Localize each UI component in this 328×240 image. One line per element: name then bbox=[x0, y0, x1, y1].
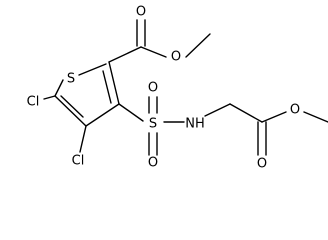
atom-label-cl2: Cl bbox=[72, 154, 85, 169]
bond-c5-s1 bbox=[54, 79, 64, 97]
atom-label-o3: O bbox=[148, 81, 158, 96]
atom-label-o2: O bbox=[171, 50, 181, 65]
bond-c2-c3-inner bbox=[102, 70, 112, 104]
atom-label-o1: O bbox=[136, 5, 146, 20]
bond-c2-ccarbonyl bbox=[108, 46, 142, 63]
chemical-structure-figure: S O O S O O NH O O Cl Cl bbox=[27, 5, 328, 172]
bond-c4-cl bbox=[79, 125, 87, 153]
atom-label-o4: O bbox=[148, 156, 158, 171]
atom-label-s2: S bbox=[149, 117, 157, 132]
atom-label-o5: O bbox=[257, 157, 267, 172]
bond-c-oester bbox=[140, 46, 167, 58]
bond-c4-c5 bbox=[54, 95, 87, 127]
bond-c4-c5-inner bbox=[60, 95, 84, 118]
bond-c3-c4 bbox=[85, 103, 120, 127]
bond-oester-methyl bbox=[185, 33, 211, 58]
atom-label-o6: O bbox=[290, 103, 300, 118]
bond-c3-s2 bbox=[118, 103, 144, 122]
bond-c-oester2 bbox=[261, 111, 287, 123]
bond-c5-cl bbox=[43, 95, 56, 100]
bond-oester2-methyl bbox=[303, 111, 328, 123]
atom-label-nh: NH bbox=[185, 117, 205, 132]
bond-c2-c3 bbox=[108, 61, 120, 105]
atom-label-cl1: Cl bbox=[27, 95, 40, 110]
bond-n-ch2 bbox=[204, 103, 231, 117]
atom-label-s1: S bbox=[67, 72, 75, 87]
bond-s1-c2 bbox=[78, 63, 107, 76]
molecule-drawing: S O O S O O NH O O Cl Cl bbox=[27, 5, 328, 172]
bond-ch2-ccarbonyl bbox=[229, 103, 263, 123]
